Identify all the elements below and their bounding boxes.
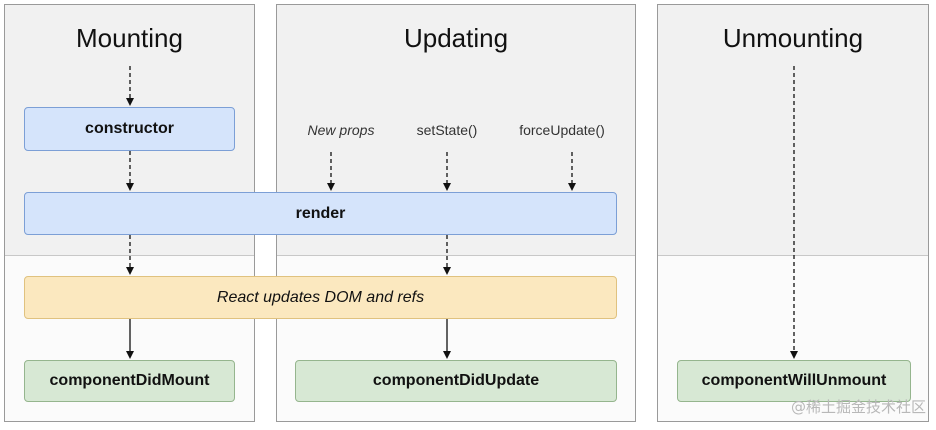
dom-update-box: React updates DOM and refs: [24, 276, 617, 319]
unmounting-panel: Unmounting: [657, 4, 929, 422]
render-box: render: [24, 192, 617, 235]
did-update-box: componentDidUpdate: [295, 360, 617, 402]
unmounting-title: Unmounting: [722, 23, 864, 53]
updating-title: Updating: [403, 23, 509, 53]
constructor-box: constructor: [24, 107, 235, 151]
trigger-force-update: forceUpdate(): [519, 122, 605, 138]
did-mount-box: componentDidMount: [24, 360, 235, 402]
mounting-title: Mounting: [76, 23, 183, 53]
trigger-new-props: New props: [307, 122, 375, 138]
trigger-set-state: setState(): [416, 122, 478, 138]
watermark-text: @稀土掘金技术社区: [790, 398, 926, 416]
will-unmount-box: componentWillUnmount: [677, 360, 911, 402]
